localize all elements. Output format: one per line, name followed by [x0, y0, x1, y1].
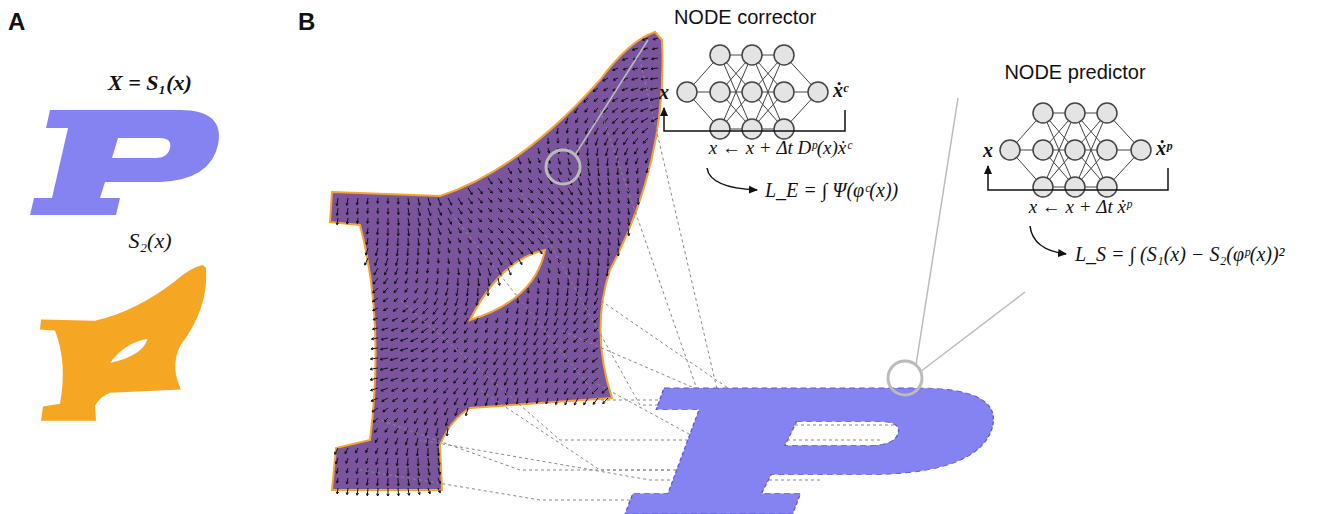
neuron	[1033, 103, 1053, 123]
panel-label: B	[298, 8, 315, 37]
neuron	[774, 82, 794, 102]
neuron	[1033, 140, 1053, 160]
neuron	[1097, 103, 1117, 123]
correspondence-line	[400, 300, 700, 440]
correspondence-line	[450, 212, 700, 400]
variable-label: x	[983, 138, 993, 162]
loop-arrow	[988, 166, 1168, 190]
panel-label: A	[8, 8, 25, 37]
correspondence-lines	[360, 60, 960, 500]
neuron	[677, 82, 697, 102]
neuron	[1000, 140, 1020, 160]
equation-label: X = S₁(x)	[108, 70, 192, 96]
loss-arrow	[1030, 226, 1066, 254]
variable-label: ẋᵖ	[1156, 136, 1172, 160]
neuron	[1065, 140, 1085, 160]
neuron	[774, 119, 794, 139]
leader-line	[575, 40, 648, 155]
equation-label: S₂(x)	[128, 228, 171, 254]
loss-function: L_E = ∫ Ψ(φᶜ(x))	[765, 178, 898, 202]
leader-line	[916, 98, 958, 365]
neuron	[1097, 177, 1117, 197]
zoom-circle	[888, 361, 922, 395]
network-title: NODE predictor	[1004, 60, 1145, 84]
network-title: NODE corrector	[674, 5, 816, 29]
variable-label: x	[659, 80, 669, 104]
neuron	[1065, 177, 1085, 197]
neuron	[742, 45, 762, 65]
neural-networks	[677, 45, 1151, 197]
neuron	[1131, 140, 1151, 160]
leader-line	[920, 292, 1025, 372]
neuron	[1065, 103, 1085, 123]
neuron	[1097, 140, 1117, 160]
correspondence-line	[380, 420, 670, 470]
variable-label: ẋᶜ	[833, 78, 848, 102]
update-rule: x ← x + Δt ẋᵖ	[1029, 196, 1132, 219]
neuron	[742, 119, 762, 139]
reference-shape	[625, 388, 993, 514]
zoom-circle	[546, 150, 580, 184]
loop-arrow	[664, 108, 845, 131]
neuron	[710, 119, 730, 139]
update-rule: x ← x + Δt Dᵖ(x)ẋᶜ	[709, 137, 851, 160]
neuron	[710, 82, 730, 102]
loss-arrow	[707, 168, 757, 190]
neuron	[774, 45, 794, 65]
displacement-arrows	[335, 38, 658, 496]
neuron	[742, 82, 762, 102]
reference-shape	[30, 110, 219, 215]
neuron	[808, 82, 828, 102]
loss-function: L_S = ∫ (S₁(x) − S₂(φᵖ(x))²	[1075, 242, 1285, 266]
neuron	[710, 45, 730, 65]
correspondence-line	[520, 190, 760, 405]
neuron	[1033, 177, 1053, 197]
displacement-field	[335, 38, 658, 496]
target-shape	[40, 265, 206, 421]
